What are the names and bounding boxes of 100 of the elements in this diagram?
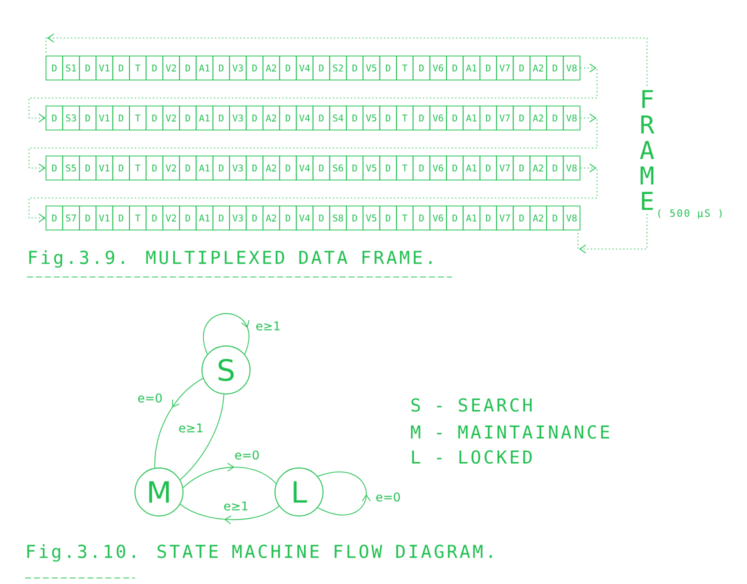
cell: V4 [296, 56, 314, 80]
cell: D [279, 206, 297, 230]
cell: D [346, 206, 364, 230]
figure-caption: Fig.3.9. MULTIPLEXED DATA FRAME. [29, 250, 432, 268]
cell: A2 [262, 156, 280, 180]
connector-line [180, 394, 224, 480]
cell: A1 [196, 206, 214, 230]
edge-label: e=0 [374, 491, 402, 503]
cell: T [129, 156, 147, 180]
cell: D [112, 106, 130, 130]
cell: A2 [262, 56, 280, 80]
cell: A1 [196, 156, 214, 180]
cell: D [512, 106, 530, 130]
cell: T [396, 106, 414, 130]
cell: A2 [262, 106, 280, 130]
cell: A1 [196, 106, 214, 130]
cell: D [346, 156, 364, 180]
cell: D [146, 106, 164, 130]
cell: V5 [362, 56, 380, 80]
cell: V8 [562, 206, 580, 230]
arrow [28, 64, 598, 122]
cell: D [546, 156, 564, 180]
cell: V1 [96, 206, 114, 230]
cell: D [212, 206, 230, 230]
cell: S3 [62, 106, 80, 130]
cell: D [512, 206, 530, 230]
cell: D [379, 156, 397, 180]
cell: D [446, 206, 464, 230]
cell: V2 [162, 156, 180, 180]
cell: D [312, 106, 330, 130]
cell: A2 [530, 156, 548, 180]
cell: D [212, 56, 230, 80]
cell: T [129, 106, 147, 130]
cell: D [546, 106, 564, 130]
cell: D [46, 56, 64, 80]
cell: D [279, 56, 297, 80]
key-text: S - SEARCH [411, 398, 532, 412]
cell: D [312, 156, 330, 180]
cell: T [129, 56, 147, 80]
arrow [28, 114, 598, 172]
cell: V7 [496, 56, 514, 80]
cell: D [246, 106, 264, 130]
cell: V6 [429, 106, 447, 130]
cell: D [46, 106, 64, 130]
edge-label: e≥1 [222, 500, 250, 512]
arrow [28, 164, 598, 222]
cell: D [379, 206, 397, 230]
cell: D [212, 106, 230, 130]
cell: V8 [562, 106, 580, 130]
cell: T [396, 56, 414, 80]
edge-label: e=0 [233, 449, 261, 461]
cell: D [512, 56, 530, 80]
cell: V6 [429, 56, 447, 80]
edge-label: e≥1 [177, 422, 205, 434]
edge-label: e≥1 [254, 320, 282, 332]
cell: A2 [530, 56, 548, 80]
cell: D [212, 156, 230, 180]
cell: S5 [62, 156, 80, 180]
cell: V8 [562, 156, 580, 180]
duration-label: ( 500 μS ) [658, 209, 722, 219]
cell: D [146, 206, 164, 230]
cell: A2 [262, 206, 280, 230]
cell: T [396, 156, 414, 180]
cell: D [146, 56, 164, 80]
figure-caption: Fig.3.10. STATE MACHINE FLOW DIAGRAM. [27, 544, 492, 562]
cell: S4 [329, 106, 347, 130]
cell: D [479, 156, 497, 180]
cell: V7 [496, 156, 514, 180]
cell: A1 [196, 56, 214, 80]
cell: V2 [162, 56, 180, 80]
cell: V2 [162, 206, 180, 230]
cell: A1 [462, 206, 480, 230]
cell: T [129, 206, 147, 230]
key-text: M - MAINTAINANCE [411, 425, 610, 439]
cell: D [312, 206, 330, 230]
cell: D [346, 106, 364, 130]
cell: D [46, 206, 64, 230]
cell: V2 [162, 106, 180, 130]
cell: V8 [562, 56, 580, 80]
cell: D [546, 206, 564, 230]
cell: V5 [362, 106, 380, 130]
edge-label: e=0 [136, 392, 164, 404]
cell: D [512, 156, 530, 180]
cell: D [78, 106, 96, 130]
cell: D [246, 156, 264, 180]
cell: V1 [96, 156, 114, 180]
cell: D [412, 156, 430, 180]
cell: D [346, 56, 364, 80]
cell: V4 [296, 106, 314, 130]
cell: D [179, 106, 197, 130]
cell: D [179, 206, 197, 230]
cell: D [312, 56, 330, 80]
cell: V3 [229, 206, 247, 230]
cell: D [279, 156, 297, 180]
cell: D [112, 206, 130, 230]
cell: D [479, 206, 497, 230]
key-text: L - LOCKED [412, 450, 532, 464]
cell: S6 [329, 156, 347, 180]
cell: V5 [362, 156, 380, 180]
cell: V7 [496, 106, 514, 130]
